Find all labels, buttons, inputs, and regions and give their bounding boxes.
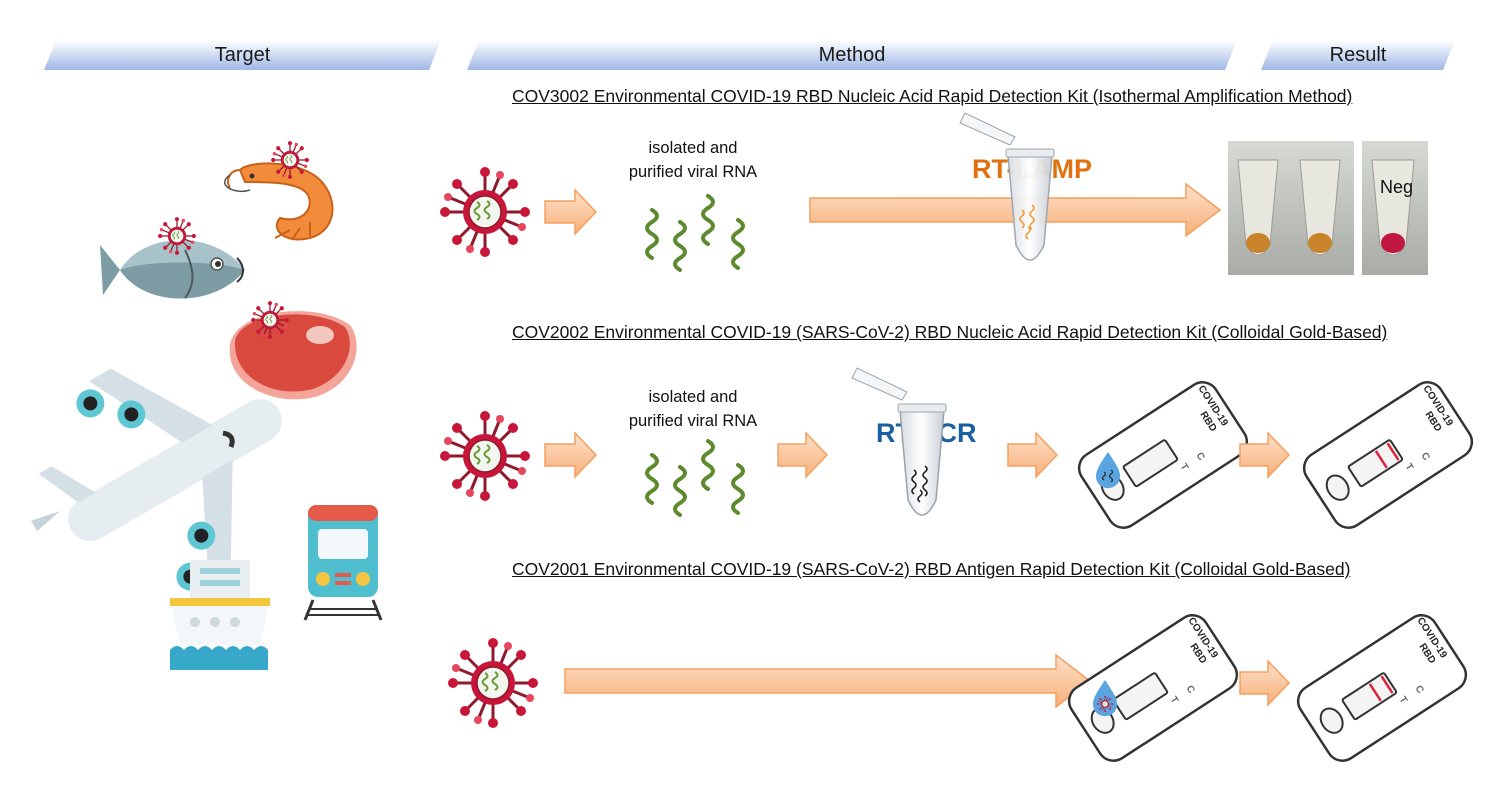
arrow-row1-a [544, 188, 598, 236]
rna-label-1: isolated and purified viral RNA [628, 139, 758, 181]
sample-drop-icon-row2 [1096, 452, 1120, 488]
tube-icon-row2 [851, 367, 947, 516]
header-target-label: Target [214, 44, 271, 66]
rna-label-2: isolated and purified viral RNA [628, 388, 758, 430]
rna-strands-row1 [645, 194, 745, 272]
cassette-t-mark: T [1402, 462, 1415, 473]
fish-icon [100, 240, 245, 299]
kit-title-1: COV3002 Environmental COVID-19 RBD Nucle… [512, 86, 1353, 106]
header-band [1261, 40, 1455, 70]
arrow-row3-b [1239, 659, 1291, 707]
arrow-row2-c [1007, 431, 1059, 479]
shrimp-icon [223, 162, 334, 241]
rna-strands-row2 [645, 439, 745, 517]
arrow-row2-d [1239, 431, 1291, 479]
test-cassette-row3-a [1061, 607, 1245, 769]
cassette-t-mark: T [1167, 695, 1180, 706]
ship-icon [170, 560, 270, 670]
kit-title-3: COV2001 Environmental COVID-19 (SARS-CoV… [512, 559, 1351, 579]
header-method: Method [467, 40, 1237, 70]
meat-icon [229, 311, 357, 400]
virus-icon-row3 [446, 636, 540, 730]
cassette-t-mark: T [1177, 462, 1190, 473]
result-neg-label: Neg [1380, 177, 1414, 197]
arrow-row2-b [777, 431, 829, 479]
header-band [467, 40, 1237, 70]
header-method-label: Method [818, 44, 886, 66]
virus-icon-row2 [438, 409, 532, 503]
result-lines-row2 [1374, 442, 1400, 469]
test-cassette-row2-a [1071, 374, 1255, 536]
arrow-row3-a [564, 653, 1092, 709]
header-result: Result [1261, 40, 1455, 70]
header-result-label: Result [1329, 44, 1387, 66]
kit-title-2: COV2002 Environmental COVID-19 (SARS-CoV… [512, 322, 1388, 342]
train-icon [303, 505, 383, 621]
header-band [44, 40, 441, 70]
sample-drop-icon-row3 [1093, 680, 1117, 716]
result-photo-tubes [1228, 141, 1428, 275]
tube-icon-row1 [959, 112, 1055, 261]
cassette-t-mark: T [1396, 695, 1409, 706]
test-cassette-row2-b [1296, 374, 1480, 536]
arrow-row2-a [544, 431, 598, 479]
virus-icon-row1 [438, 165, 532, 259]
result-lines-row3 [1368, 675, 1394, 702]
header-target: Target [44, 40, 441, 70]
test-cassette-row3-b [1290, 607, 1474, 769]
